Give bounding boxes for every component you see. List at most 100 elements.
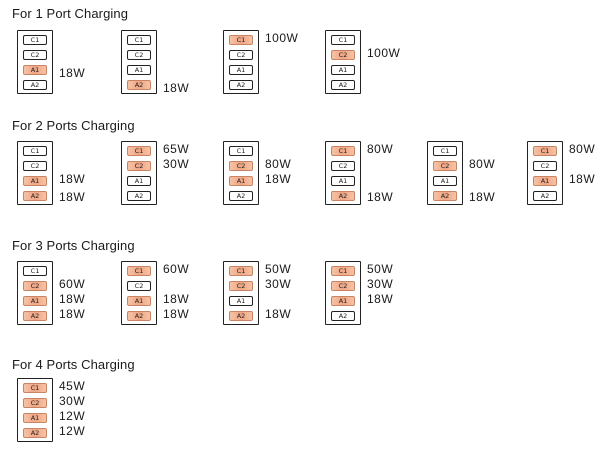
wattage-label: 18W: [163, 307, 190, 321]
section-title-4-ports: For 4 Ports Charging: [12, 357, 135, 372]
wattage-label: 50W: [367, 262, 394, 276]
port-c1-inactive: C1: [127, 35, 151, 45]
wattage-label: 18W: [367, 190, 394, 204]
wattage-label: 18W: [59, 66, 86, 80]
port-c1-active: C1: [331, 266, 355, 276]
wattage-label: 100W: [367, 46, 401, 60]
section-title-3-ports: For 3 Ports Charging: [12, 238, 135, 253]
port-c1-inactive: C1: [331, 35, 355, 45]
port-c1-inactive: C1: [433, 146, 457, 156]
port-c1-inactive: C1: [23, 266, 47, 276]
port-a1-inactive: A1: [127, 65, 151, 75]
wattage-label: 65W: [163, 142, 190, 156]
wattage-label: 18W: [469, 190, 496, 204]
wattage-label: 18W: [59, 190, 86, 204]
port-c2-active: C2: [331, 50, 355, 60]
wattage-label: 80W: [265, 157, 292, 171]
port-c2-inactive: C2: [229, 50, 253, 60]
wattage-label: 30W: [59, 394, 86, 408]
wattage-label: 100W: [265, 31, 299, 45]
port-c1-inactive: C1: [23, 146, 47, 156]
port-c2-active: C2: [23, 398, 47, 408]
wattage-label: 18W: [163, 81, 190, 95]
port-c1-active: C1: [533, 146, 557, 156]
port-a2-inactive: A2: [229, 80, 253, 90]
wattage-label: 30W: [163, 157, 190, 171]
port-a1-inactive: A1: [229, 65, 253, 75]
port-a1-active: A1: [23, 296, 47, 306]
port-a1-active: A1: [533, 176, 557, 186]
port-c1-active: C1: [23, 383, 47, 393]
port-a2-active: A2: [127, 80, 151, 90]
port-a2-inactive: A2: [331, 80, 355, 90]
port-c2-inactive: C2: [533, 161, 557, 171]
port-a2-inactive: A2: [331, 311, 355, 321]
port-c2-inactive: C2: [127, 281, 151, 291]
wattage-label: 30W: [265, 277, 292, 291]
port-a2-inactive: A2: [127, 191, 151, 201]
section-title-2-ports: For 2 Ports Charging: [12, 118, 135, 133]
port-a2-inactive: A2: [229, 191, 253, 201]
port-a2-active: A2: [23, 428, 47, 438]
wattage-label: 18W: [59, 172, 86, 186]
wattage-label: 18W: [367, 292, 394, 306]
wattage-label: 12W: [59, 409, 86, 423]
port-a1-active: A1: [23, 65, 47, 75]
port-c1-active: C1: [331, 146, 355, 156]
wattage-label: 18W: [163, 292, 190, 306]
wattage-label: 18W: [265, 172, 292, 186]
port-c2-inactive: C2: [127, 50, 151, 60]
port-c1-inactive: C1: [229, 146, 253, 156]
wattage-label: 60W: [59, 277, 86, 291]
port-c2-active: C2: [127, 161, 151, 171]
port-a2-active: A2: [229, 311, 253, 321]
port-c2-inactive: C2: [23, 161, 47, 171]
port-c2-inactive: C2: [23, 50, 47, 60]
wattage-label: 18W: [569, 172, 596, 186]
section-title-1-port: For 1 Port Charging: [12, 6, 129, 21]
wattage-label: 60W: [163, 262, 190, 276]
port-c2-active: C2: [229, 281, 253, 291]
port-c1-active: C1: [127, 266, 151, 276]
wattage-label: 18W: [59, 292, 86, 306]
port-c1-active: C1: [229, 35, 253, 45]
port-a2-inactive: A2: [533, 191, 557, 201]
port-a2-active: A2: [23, 311, 47, 321]
port-a1-inactive: A1: [331, 65, 355, 75]
port-c1-inactive: C1: [23, 35, 47, 45]
port-c2-inactive: C2: [331, 161, 355, 171]
wattage-label: 30W: [367, 277, 394, 291]
wattage-label: 18W: [59, 307, 86, 321]
port-a1-active: A1: [23, 176, 47, 186]
port-a1-active: A1: [127, 296, 151, 306]
wattage-label: 80W: [367, 142, 394, 156]
port-a2-active: A2: [433, 191, 457, 201]
port-c2-active: C2: [23, 281, 47, 291]
port-c2-active: C2: [433, 161, 457, 171]
wattage-label: 45W: [59, 379, 86, 393]
